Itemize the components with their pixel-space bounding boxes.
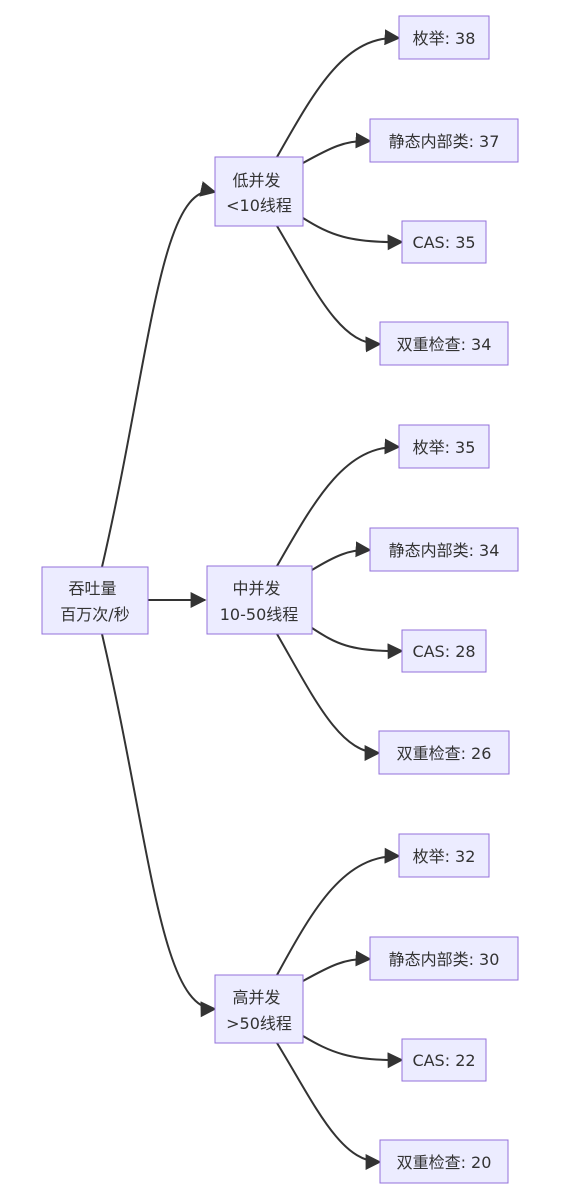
group-node-low-line1: 低并发 [232, 171, 280, 190]
root-node-line2: 百万次/秒 [60, 605, 129, 624]
leaf-label: 双重检查: 34 [397, 335, 492, 354]
edge-high-2 [302, 950, 372, 982]
leaf-label: 静态内部类: 37 [389, 132, 500, 151]
root-node-line1: 吞吐量 [68, 579, 116, 598]
leaf-node-low-cas: CAS: 35 [401, 220, 487, 264]
edge-mid-1 [276, 438, 401, 567]
svg-text:吞吐量 百万次/秒: 吞吐量 百万次/秒 [60, 579, 129, 624]
leaf-label: 枚举: 38 [413, 29, 476, 48]
edge-low-2 [302, 132, 372, 164]
edge-mid-2 [311, 541, 372, 571]
edge-mid-3 [311, 627, 404, 660]
edge-high-1 [276, 847, 401, 976]
edge-mid-4 [276, 633, 381, 761]
edge-high-3 [302, 1035, 404, 1069]
group-node-mid-line2: 10-50线程 [220, 605, 299, 624]
leaf-node-high-dcl: 双重检查: 20 [379, 1139, 509, 1184]
leaf-node-low-dcl: 双重检查: 34 [379, 321, 509, 366]
edge-root-high [101, 633, 217, 1018]
leaf-label: 枚举: 35 [413, 438, 476, 457]
edge-high-4 [276, 1042, 382, 1170]
root-node: 吞吐量 百万次/秒 [41, 566, 149, 635]
leaf-label: 双重检查: 20 [397, 1153, 492, 1172]
svg-text:中并发 10-50线程: 中并发 10-50线程 [220, 579, 299, 624]
group-node-mid-line1: 中并发 [232, 579, 280, 598]
leaf-node-high-cas: CAS: 22 [401, 1038, 487, 1082]
svg-text:高并发 >50线程: 高并发 >50线程 [226, 988, 292, 1033]
leaf-node-low-enum: 枚举: 38 [398, 15, 490, 60]
leaf-label: 枚举: 32 [413, 847, 476, 866]
leaf-label: 静态内部类: 30 [389, 950, 500, 969]
group-node-high-line1: 高并发 [232, 988, 280, 1007]
group-node-high: 高并发 >50线程 [214, 974, 304, 1044]
edge-low-4 [276, 225, 382, 353]
leaf-node-low-static: 静态内部类: 37 [369, 118, 519, 163]
leaf-node-mid-static: 静态内部类: 34 [369, 527, 519, 572]
svg-text:低并发 <10线程: 低并发 <10线程 [226, 171, 292, 215]
group-node-high-line2: >50线程 [226, 1014, 292, 1033]
edge-root-low [101, 181, 217, 568]
group-node-low-line2: <10线程 [226, 196, 292, 215]
group-node-mid: 中并发 10-50线程 [206, 565, 313, 635]
group-node-low: 低并发 <10线程 [214, 156, 304, 227]
leaf-node-mid-dcl: 双重检查: 26 [378, 730, 510, 775]
leaf-label: CAS: 35 [412, 233, 475, 252]
leaf-label: 双重检查: 26 [397, 744, 492, 763]
leaf-node-mid-cas: CAS: 28 [401, 629, 487, 673]
leaf-node-mid-enum: 枚举: 35 [398, 424, 490, 469]
leaf-node-high-static: 静态内部类: 30 [369, 936, 519, 981]
edge-low-3 [302, 217, 404, 251]
edge-low-1 [276, 29, 401, 158]
leaf-node-high-enum: 枚举: 32 [398, 833, 490, 878]
leaf-label: CAS: 28 [412, 642, 475, 661]
leaf-label: CAS: 22 [412, 1051, 475, 1070]
leaf-label: 静态内部类: 34 [389, 541, 500, 560]
